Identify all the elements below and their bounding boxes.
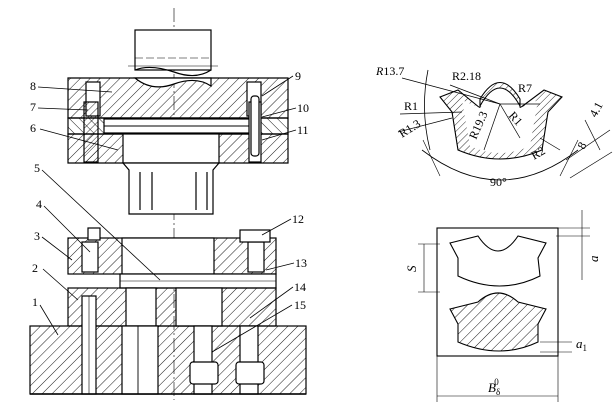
part-profile-view: R13.7 R2.18 R7 R1 R1.3 R19.3 R1 R2 4.1 8…: [375, 64, 613, 189]
label-r1-right: R1: [506, 109, 526, 129]
part-number-12: 12: [292, 212, 304, 226]
part-number-1: 1: [32, 295, 38, 309]
part-number-7: 7: [30, 100, 36, 114]
label-a: a: [586, 255, 601, 262]
blank-lower: [449, 292, 547, 352]
label-a1: a1: [576, 336, 587, 353]
label-r13-7: R13.7: [375, 64, 404, 78]
strip-layout-view: S a a1 Bδ0: [404, 210, 601, 402]
part-number-5: 5: [34, 161, 40, 175]
shank: [128, 29, 218, 77]
label-r7: R7: [518, 81, 532, 95]
part-number-11: 11: [297, 123, 309, 137]
punch-retainer-plate: [67, 95, 289, 164]
part-number-10: 10: [297, 101, 309, 115]
part-number-15: 15: [294, 298, 306, 312]
blank-upper: [449, 235, 547, 287]
label-4-1: 4.1: [586, 100, 605, 120]
part-number-labels: 1 2 3 4 5 6 7 8 9 10 11 12 13 14 15: [30, 69, 309, 312]
label-b: Bδ0: [488, 377, 500, 397]
part-number-4: 4: [36, 197, 42, 211]
label-s: S: [404, 265, 419, 272]
part-number-13: 13: [295, 256, 307, 270]
part-number-14: 14: [294, 280, 306, 294]
part-number-2: 2: [32, 261, 38, 275]
label-r1-3: R1.3: [396, 116, 423, 140]
part-number-9: 9: [295, 69, 301, 83]
label-r2-18: R2.18: [452, 69, 481, 83]
layout-labels: S a a1 Bδ0: [404, 255, 601, 397]
radius-leaders: [397, 77, 613, 179]
leader-lines: [37, 75, 297, 353]
part-number-6: 6: [30, 121, 36, 135]
punch: [121, 162, 221, 215]
label-r1-left: R1: [404, 99, 418, 113]
part-number-3: 3: [34, 229, 40, 243]
stripper-plate: [67, 227, 277, 275]
lower-die-shoe: [29, 295, 307, 395]
label-90-deg: 90°: [490, 175, 507, 189]
label-r2: R2: [529, 143, 548, 162]
part-number-8: 8: [30, 79, 36, 93]
strip-material: [119, 273, 277, 289]
die-assembly-section: 1 2 3 4 5 6 7 8 9 10 11 12 13 14 15: [29, 8, 309, 400]
label-8: 8: [574, 140, 589, 152]
die-plate: [67, 287, 277, 327]
